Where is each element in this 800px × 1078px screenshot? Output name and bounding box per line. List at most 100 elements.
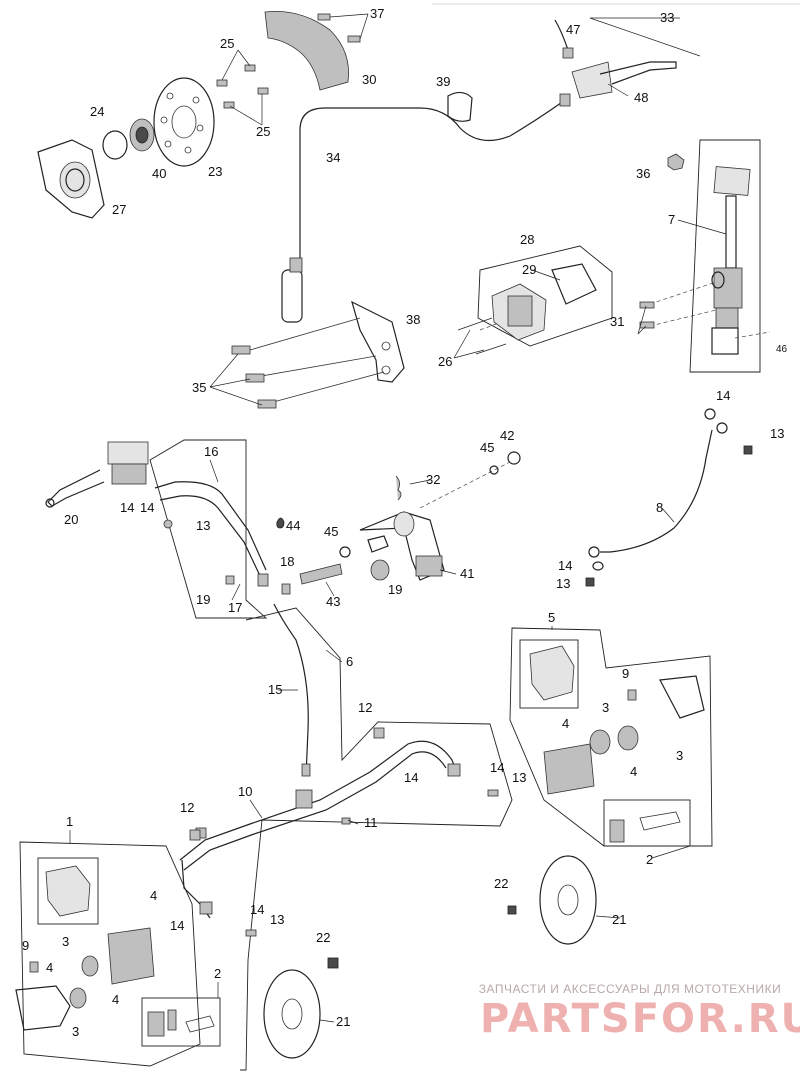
- callout-45-a: 45: [480, 440, 494, 455]
- callout-33: 33: [660, 10, 674, 25]
- callout-13-e: 13: [270, 912, 284, 927]
- callout-11: 11: [364, 815, 378, 830]
- callout-13-d: 13: [512, 770, 526, 785]
- callout-14-e: 14: [490, 760, 504, 775]
- callout-44: 44: [286, 518, 300, 533]
- watermark-logo: PARTSFOR.RU: [480, 996, 800, 1042]
- callout-21-right: 21: [612, 912, 626, 927]
- callout-45-b: 45: [324, 524, 338, 539]
- rear-master-cylinder: [639, 139, 771, 373]
- callout-36: 36: [636, 166, 650, 181]
- callout-17: 17: [228, 600, 242, 615]
- small-hardware: [29, 519, 499, 973]
- caliper-assembly-right: [509, 627, 713, 847]
- callout-2-left: 2: [214, 966, 221, 981]
- callout-29: 29: [522, 262, 536, 277]
- rear-brake-cable: [281, 93, 571, 323]
- cable-clamp: [447, 91, 473, 122]
- hub-adapter: [129, 118, 155, 152]
- callout-14-b: 14: [120, 500, 134, 515]
- callout-40: 40: [152, 166, 166, 181]
- callout-22-left: 22: [316, 930, 330, 945]
- brake-pedal-assembly: [276, 451, 521, 585]
- callout-13-c: 13: [556, 576, 570, 591]
- callout-34: 34: [326, 150, 340, 165]
- callout-22-right: 22: [494, 876, 508, 891]
- callout-3-left-b: 3: [72, 1024, 79, 1039]
- callout-39: 39: [436, 74, 450, 89]
- callout-46: 46: [776, 344, 788, 355]
- callout-14-g: 14: [250, 902, 264, 917]
- callout-14-d: 14: [404, 770, 418, 785]
- callout-28: 28: [520, 232, 534, 247]
- rear-brake-lever: [554, 17, 701, 99]
- callout-47: 47: [566, 22, 580, 37]
- callout-4-right-a: 4: [562, 716, 569, 731]
- callout-37: 37: [370, 6, 384, 21]
- callout-10: 10: [238, 784, 252, 799]
- leader-lines: [69, 83, 727, 1023]
- o-ring: [102, 130, 128, 160]
- watermark-tagline: ЗАПЧАСТИ И АКСЕССУАРЫ ДЛЯ МОТОТЕХНИКИ: [478, 982, 782, 996]
- callout-16: 16: [204, 444, 218, 459]
- callout-41: 41: [460, 566, 474, 581]
- callout-35: 35: [192, 380, 206, 395]
- brake-disc-front-left: [263, 957, 339, 1059]
- callout-12-a: 12: [358, 700, 372, 715]
- callout-21-left: 21: [336, 1014, 350, 1029]
- callout-19-b: 19: [388, 582, 402, 597]
- callout-8: 8: [656, 500, 663, 515]
- callout-26: 26: [438, 354, 452, 369]
- rear-caliper-bracket: [37, 139, 105, 219]
- mount-bracket: [209, 300, 405, 409]
- callout-4-left-c: 4: [112, 992, 119, 1007]
- disc-guard: [264, 11, 369, 91]
- front-master-cylinder: [45, 439, 269, 619]
- callout-19-a: 19: [196, 592, 210, 607]
- callout-25-a: 25: [220, 36, 234, 51]
- callout-48: 48: [634, 90, 648, 105]
- callout-1: 1: [66, 814, 73, 829]
- callout-43: 43: [326, 594, 340, 609]
- callout-23: 23: [208, 164, 222, 179]
- callout-27: 27: [112, 202, 126, 217]
- callout-32: 32: [426, 472, 440, 487]
- brake-disc-rear: [153, 77, 215, 167]
- callout-30: 30: [362, 72, 376, 87]
- callout-14-a: 14: [716, 388, 730, 403]
- caliper-assembly-left: [15, 841, 221, 1067]
- brake-disc-front-right: [507, 855, 597, 945]
- brake-line-front-lower: [179, 727, 461, 919]
- callout-4-left-a: 4: [150, 888, 157, 903]
- callout-14-c: 14: [558, 558, 572, 573]
- callout-5: 5: [548, 610, 555, 625]
- callout-20: 20: [64, 512, 78, 527]
- callout-2-right: 2: [646, 852, 653, 867]
- callout-14-h: 14: [140, 500, 154, 515]
- callout-3-right-b: 3: [676, 748, 683, 763]
- callout-7: 7: [668, 212, 675, 227]
- callout-9-left: 9: [22, 938, 29, 953]
- callout-42: 42: [500, 428, 514, 443]
- callout-6: 6: [346, 654, 353, 669]
- callout-13-b: 13: [196, 518, 210, 533]
- callout-14-f: 14: [170, 918, 184, 933]
- callout-3-right-a: 3: [602, 700, 609, 715]
- brake-line-front-upper: [273, 603, 311, 777]
- disc-bolts: [216, 49, 269, 126]
- callout-31: 31: [610, 314, 624, 329]
- callout-24: 24: [90, 104, 104, 119]
- callout-3-left-a: 3: [62, 934, 69, 949]
- callout-4-left-b: 4: [46, 960, 53, 975]
- brake-line-outline-6: [240, 607, 513, 1071]
- callout-18: 18: [280, 554, 294, 569]
- callout-38: 38: [406, 312, 420, 327]
- brake-hose-rear: [585, 408, 753, 587]
- callout-12-b: 12: [180, 800, 194, 815]
- rear-caliper-assembly: [457, 245, 613, 355]
- callout-13-a: 13: [770, 426, 784, 441]
- callout-9-right: 9: [622, 666, 629, 681]
- callout-25-b: 25: [256, 124, 270, 139]
- callout-4-right-b: 4: [630, 764, 637, 779]
